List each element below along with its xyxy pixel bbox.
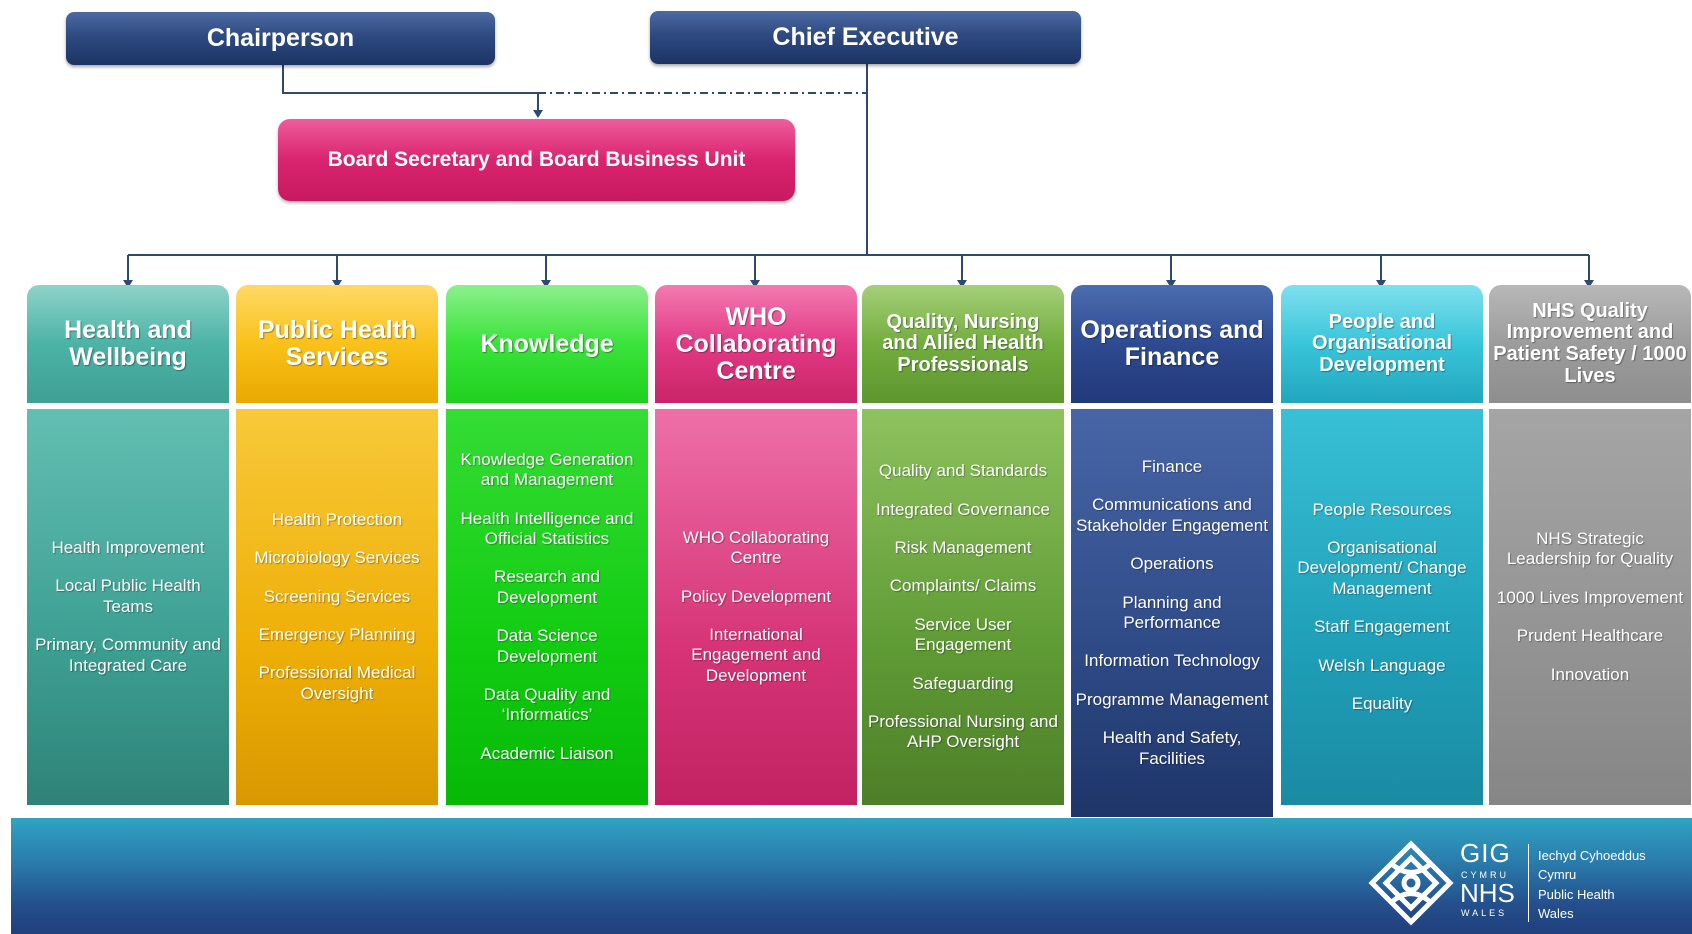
- department-item: Operations: [1130, 554, 1214, 574]
- department-item: Local Public Health Teams: [55, 576, 201, 616]
- department-item: Staff Engagement: [1314, 617, 1450, 637]
- department-item: Information Technology: [1084, 651, 1260, 671]
- chief-executive-box: Chief Executive: [650, 11, 1081, 64]
- department-header: WHO Collaborating Centre: [655, 285, 857, 403]
- celtic-knot-icon: [1368, 840, 1454, 926]
- department-item: WHO Collaborating Centre: [682, 527, 830, 568]
- department-item: Integrated Governance: [876, 499, 1050, 519]
- department-item: Professional Nursing and AHP Oversight: [868, 711, 1058, 752]
- department-item: Planning and Performance: [1122, 592, 1222, 632]
- logo-nhs: NHS: [1460, 878, 1515, 908]
- chief-executive-label: Chief Executive: [772, 23, 959, 51]
- department-item: Health Intelligence and Official Statist…: [460, 508, 634, 549]
- department-item: Professional Medical Oversight: [258, 663, 416, 703]
- department-item: Microbiology Services: [254, 548, 420, 568]
- department-item: 1000 Lives Improvement: [1496, 587, 1684, 607]
- department-item: Innovation: [1550, 664, 1630, 684]
- logo-line: Wales: [1538, 906, 1574, 921]
- department-item: Screening Services: [263, 586, 411, 606]
- department-column: Quality, Nursing and Allied Health Profe…: [862, 285, 1064, 805]
- department-header: Knowledge: [446, 285, 648, 403]
- department-header: Operations and Finance: [1071, 285, 1273, 403]
- department-header: Health and Wellbeing: [27, 285, 229, 403]
- logo-gig: GIG: [1460, 838, 1511, 868]
- board-secretary-box: Board Secretary and Board Business Unit: [278, 119, 795, 201]
- chairperson-label: Chairperson: [206, 24, 355, 52]
- department-item: People Resources: [1312, 499, 1452, 519]
- department-body: NHS Strategic Leadership for Quality 1000…: [1489, 409, 1691, 805]
- department-item: Knowledge Generation and Management: [460, 449, 634, 490]
- department-header: NHS Quality Improvement and Patient Safe…: [1489, 285, 1691, 403]
- department-column: NHS Quality Improvement and Patient Safe…: [1489, 285, 1691, 805]
- department-item: Finance: [1141, 457, 1203, 477]
- department-item: Academic Liaison: [480, 743, 614, 763]
- department-header: Public Health Services: [236, 285, 438, 403]
- department-item: Data Science Development: [496, 626, 598, 666]
- nhs-wales-logo: GIG CYMRU NHS WALES Iechyd Cyhoeddus Cym…: [1368, 838, 1688, 928]
- department-item: Health and Safety, Facilities: [1102, 728, 1242, 768]
- department-item: Prudent Healthcare: [1516, 626, 1664, 646]
- department-item: Quality and Standards: [878, 461, 1048, 481]
- department-item: Equality: [1351, 693, 1413, 713]
- board-secretary-label: Board Secretary and Board Business Unit: [327, 148, 746, 171]
- department-item: Safeguarding: [912, 673, 1014, 693]
- logo-line: Cymru: [1538, 867, 1577, 882]
- department-item: Risk Management: [894, 538, 1032, 558]
- department-item: Service User Engagement: [914, 614, 1012, 655]
- department-item: Health Improvement: [51, 538, 205, 558]
- department-item: Welsh Language: [1318, 655, 1446, 675]
- department-item: NHS Strategic Leadership for Quality: [1506, 529, 1674, 569]
- logo-divider: [1528, 844, 1529, 922]
- department-item: Research and Development: [494, 567, 600, 607]
- department-item: Communications and Stakeholder Engagemen…: [1076, 495, 1268, 535]
- department-item: Organisational Development/ Change Manag…: [1297, 538, 1467, 598]
- department-header: Quality, Nursing and Allied Health Profe…: [862, 285, 1064, 403]
- logo-line: Public Health: [1538, 887, 1615, 902]
- chairperson-box: Chairperson: [66, 12, 495, 65]
- department-header: People and Organisational Development: [1281, 285, 1483, 403]
- logo-cymru: CYMRU: [1461, 870, 1509, 880]
- department-item: Programme Management: [1075, 689, 1269, 709]
- department-item: Health Protection: [271, 509, 403, 529]
- department-item: Policy Development: [680, 586, 832, 606]
- logo-line: Iechyd Cyhoeddus: [1538, 848, 1646, 863]
- department-item: International Engagement and Development: [691, 625, 821, 685]
- department-item: Data Quality and ‘Informatics’: [483, 684, 611, 725]
- department-item: Emergency Planning: [258, 625, 416, 644]
- department-item: Primary, Community and Integrated Care: [35, 635, 221, 675]
- logo-wales: WALES: [1461, 908, 1508, 918]
- department-item: Complaints/ Claims: [889, 576, 1037, 596]
